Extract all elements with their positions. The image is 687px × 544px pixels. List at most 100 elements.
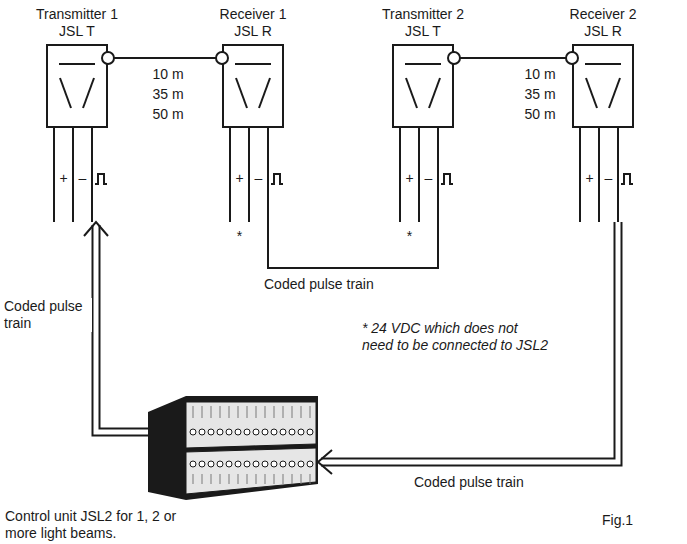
lens-mark — [59, 63, 95, 65]
terminal-wire — [418, 127, 420, 222]
terminal-screw — [253, 429, 259, 435]
terminal-slot — [211, 474, 212, 484]
sensor-housing — [223, 45, 283, 127]
sensor-housing — [393, 45, 453, 127]
terminal-screw — [235, 461, 241, 467]
figure-number: Fig.1 — [602, 512, 633, 529]
signal-arrow — [318, 222, 618, 474]
terminal-screw — [307, 461, 313, 467]
terminal-screw — [271, 461, 277, 467]
sensor-housing — [47, 45, 107, 127]
lens-mark — [609, 78, 620, 108]
terminal-wire — [72, 127, 74, 222]
terminal-screw — [226, 429, 232, 435]
terminal-screw — [208, 461, 214, 467]
lens-mark — [235, 63, 271, 65]
terminal-screw — [199, 461, 205, 467]
terminal-slot — [238, 406, 239, 418]
terminal-screw — [289, 429, 295, 435]
unit-heading: Transmitter 2 JSL T — [378, 6, 468, 40]
terminal-screw — [280, 461, 286, 467]
pulse-symbol — [271, 174, 283, 184]
lens-mark — [236, 78, 247, 108]
receiver-unit: Receiver 1 JSL R — [222, 44, 284, 222]
terminal-slot — [220, 474, 221, 484]
terminal-slot — [256, 474, 257, 484]
lens-circle — [102, 52, 114, 64]
wire-line — [454, 57, 572, 59]
lens-circle — [448, 52, 460, 64]
terminal-slot — [229, 474, 230, 484]
terminal-slot — [220, 406, 221, 418]
terminal-slot — [229, 406, 230, 418]
terminal-screw — [235, 429, 241, 435]
terminal-wire — [617, 127, 619, 222]
terminal-screw — [244, 461, 250, 467]
footnote-mark: * — [407, 228, 412, 245]
wire-line — [108, 57, 222, 59]
unit-body — [148, 396, 318, 500]
receiver-unit: Receiver 2 JSL R — [572, 44, 634, 222]
signal-arrow — [84, 222, 148, 432]
control-unit: Control unit JSL2 for 1, 2 or more light… — [148, 392, 318, 500]
footnote-mark: * — [237, 228, 242, 245]
range-dimension: 10 m — [152, 66, 183, 83]
edge-label: Coded pulse train — [262, 276, 376, 293]
terminal-screw — [262, 429, 268, 435]
terminal-slot — [265, 406, 266, 418]
terminal-wire — [399, 127, 401, 222]
pulse-symbol — [441, 174, 453, 184]
lens-mark — [83, 78, 94, 108]
pin-sign: – — [79, 170, 87, 187]
terminal-slot — [283, 406, 284, 418]
terminal-wire — [579, 127, 581, 222]
terminal-row — [186, 448, 316, 494]
pin-sign: + — [405, 170, 413, 187]
edge-label: Coded pulse train — [412, 474, 526, 491]
arrowhead — [318, 450, 332, 474]
terminal-screw — [289, 461, 295, 467]
lens-mark — [585, 63, 621, 65]
terminal-wire — [598, 127, 600, 222]
terminal-screw — [253, 461, 259, 467]
terminal-slot — [211, 406, 212, 418]
terminal-slot — [283, 474, 284, 484]
arrow-core — [96, 225, 148, 432]
transmitter-unit: Transmitter 1 JSL T — [46, 44, 108, 222]
sensor-symbol — [222, 44, 284, 222]
sensor-symbol — [46, 44, 108, 222]
terminal-slot — [310, 474, 311, 484]
pin-sign: + — [59, 170, 67, 187]
terminal-screw — [244, 429, 250, 435]
control-unit-picture — [148, 392, 318, 500]
terminal-slot — [310, 406, 311, 418]
pin-sign: + — [235, 170, 243, 187]
arrowhead — [84, 222, 108, 236]
pulse-symbol — [95, 174, 107, 184]
lens-circle — [566, 52, 578, 64]
arrow-outline — [96, 225, 148, 432]
terminal-screw — [217, 461, 223, 467]
terminal-screw — [307, 429, 313, 435]
lens-mark — [406, 78, 417, 108]
wire-line — [268, 222, 438, 268]
unit-heading: Transmitter 1 JSL T — [32, 6, 122, 40]
terminal-slot — [274, 474, 275, 484]
terminal-slot — [193, 474, 194, 484]
unit-heading: Receiver 2 JSL R — [558, 6, 648, 40]
transmitter-unit: Transmitter 2 JSL T — [392, 44, 454, 222]
lens-mark — [405, 63, 441, 65]
lens-mark — [586, 78, 597, 108]
terminal-slot — [301, 474, 302, 484]
signal-wire — [454, 58, 572, 59]
sensor-symbol — [392, 44, 454, 222]
terminal-screw — [199, 429, 205, 435]
range-dimension: 50 m — [524, 106, 555, 123]
terminal-slot — [238, 474, 239, 484]
terminal-slot — [301, 406, 302, 418]
terminal-row — [186, 402, 316, 448]
terminal-slot — [202, 406, 203, 418]
edge-label: Coded pulse train — [2, 298, 92, 332]
terminal-wire — [437, 127, 439, 222]
terminal-screw — [298, 461, 304, 467]
